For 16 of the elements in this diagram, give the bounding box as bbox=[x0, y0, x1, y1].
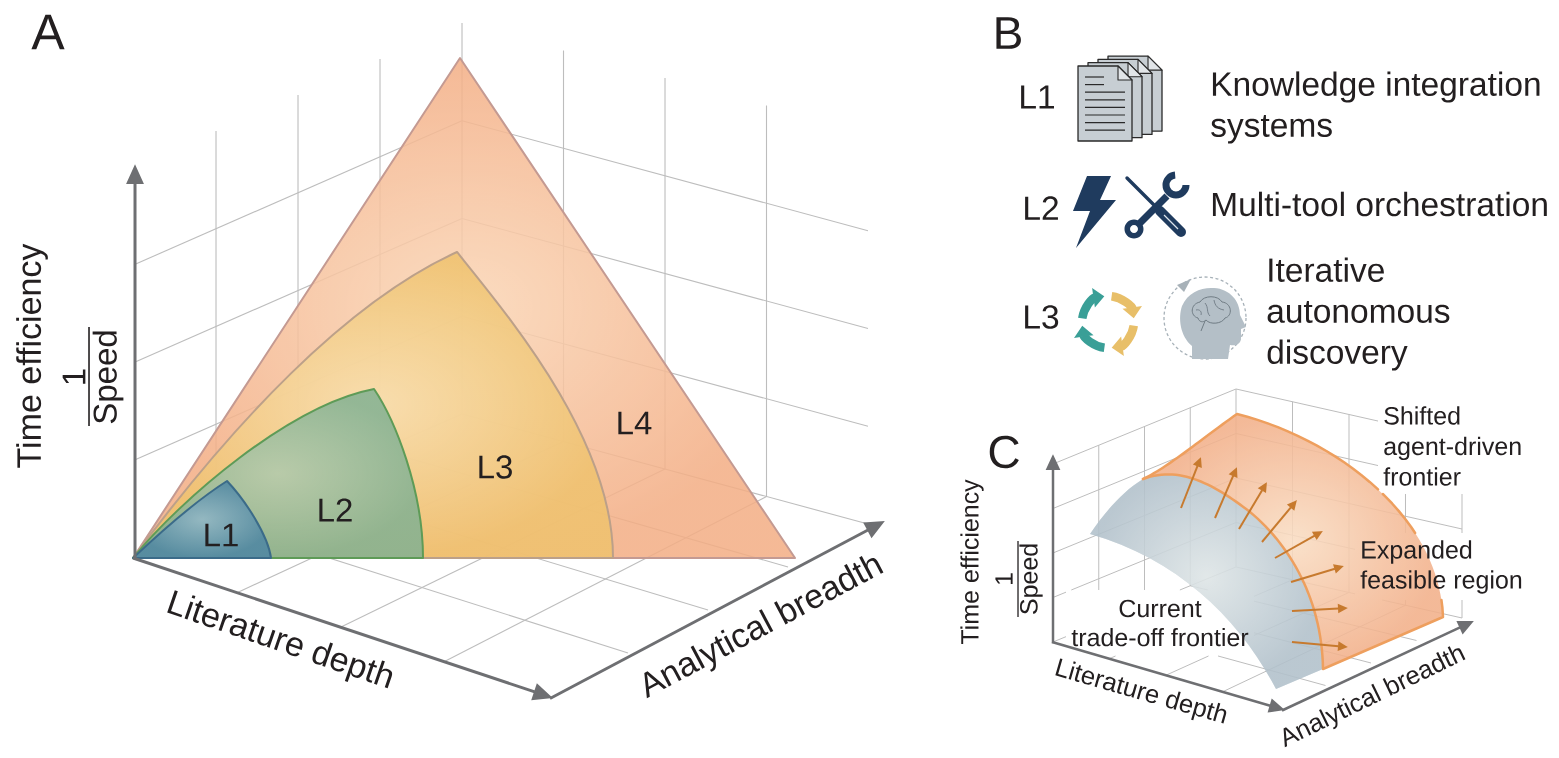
axis-label: 1 bbox=[995, 573, 1013, 585]
axis-label: Speed bbox=[92, 331, 124, 424]
axis-label: 1 bbox=[62, 369, 86, 384]
level-description: Multi-tool orchestration bbox=[1212, 191, 1547, 217]
panel-letter: B bbox=[996, 17, 1021, 49]
panel-letter: A bbox=[31, 14, 65, 50]
level-description: Knowledge integration systems bbox=[1211, 71, 1540, 144]
axis-label: Time efficiency bbox=[960, 479, 984, 645]
level-description: Iterative autonomous discovery bbox=[1267, 257, 1450, 371]
level-label: L3 bbox=[1025, 305, 1059, 329]
level-label: L2 bbox=[1025, 196, 1058, 220]
axis-label: Speed bbox=[1019, 544, 1043, 614]
panel-letter: C bbox=[989, 435, 1019, 469]
annotation: Shifted agent-driven frontier bbox=[1383, 406, 1521, 486]
level-label: L1 bbox=[1021, 85, 1054, 109]
axis-label: Time efficiency bbox=[16, 243, 48, 468]
